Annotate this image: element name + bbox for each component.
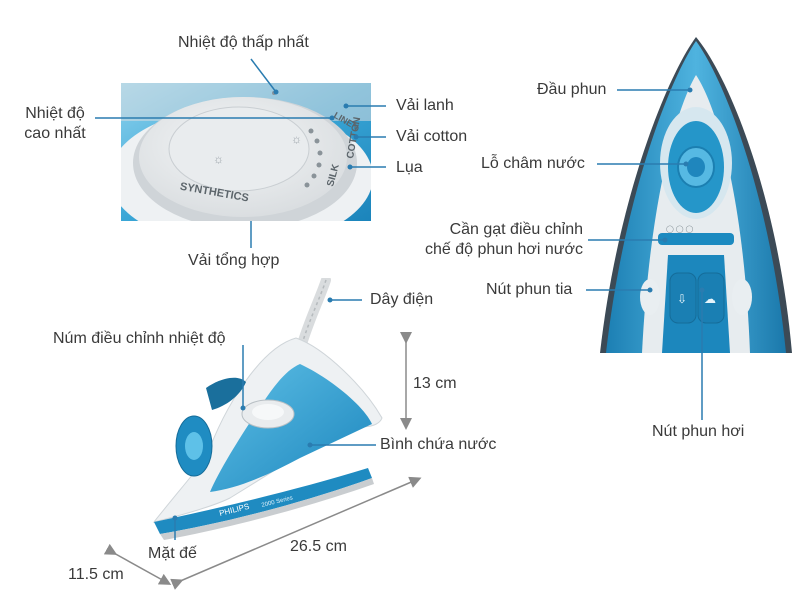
steam-lever-label-line1: Cần gạt điều chỉnh [449, 221, 583, 238]
lowest-temp-label: Nhiệt độ thấp nhất [178, 34, 309, 51]
linen-label: Vải lanh [396, 97, 454, 114]
water-fill-hole-label: Lỗ châm nước [481, 155, 585, 172]
iron-side-view: PHILIPS 2000 Series [152, 278, 383, 540]
iron-top-view: ◯ ◯ ◯ ⇩ ☁ [600, 37, 792, 353]
highest-temp-label-line1: Nhiệt độ [25, 105, 85, 122]
svg-text:☁: ☁ [704, 292, 716, 306]
silk-label: Lụa [396, 159, 423, 176]
highest-temp-label: Nhiệt độ cao nhất [18, 104, 92, 144]
temperature-dial-closeup: ☼ ☼ SYNTHETICS SILK COTTON LINEN [121, 83, 371, 221]
svg-text:☼: ☼ [291, 132, 302, 146]
spray-button-label: Nút phun tia [486, 281, 573, 298]
steam-button-label: Nút phun hơi [652, 423, 745, 440]
water-tank-label: Bình chứa nước [380, 436, 497, 453]
length-label: 26.5 cm [290, 538, 347, 555]
spray-nozzle-label: Đầu phun [537, 81, 607, 98]
width-dimension-arrow [103, 543, 172, 585]
temp-knob-label: Núm điều chỉnh nhiệt độ [53, 330, 226, 347]
width-label: 11.5 cm [68, 566, 124, 583]
soleplate-label: Mặt đế [148, 545, 197, 562]
highest-temp-label-line2: cao nhất [24, 125, 86, 142]
svg-text:☼: ☼ [213, 152, 224, 166]
steam-lever-label: Cần gạt điều chỉnh chế độ phun hơi nước [400, 220, 583, 260]
power-cord-label: Dây điện [370, 291, 434, 308]
length-dimension-arrow [170, 476, 422, 590]
svg-text:◯ ◯ ◯: ◯ ◯ ◯ [666, 225, 694, 233]
cotton-label: Vải cotton [396, 128, 468, 145]
height-label: 13 cm [413, 375, 457, 392]
svg-text:⇩: ⇩ [677, 292, 687, 306]
synthetic-fabric-label: Vải tổng hợp [188, 252, 280, 269]
steam-lever-label-line2: chế độ phun hơi nước [424, 241, 583, 258]
